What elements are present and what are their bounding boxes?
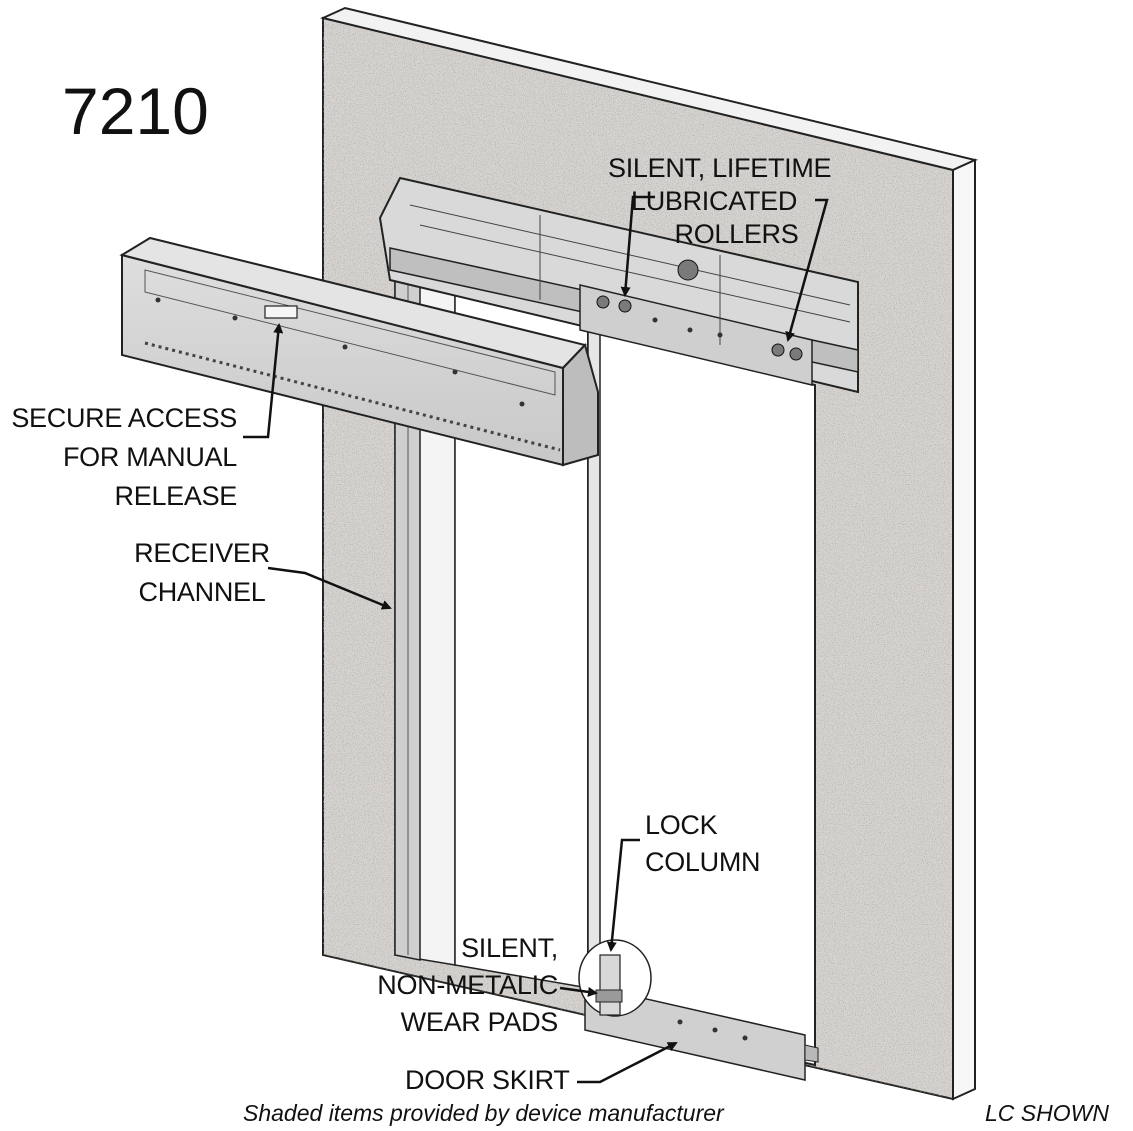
callout-lock-column-line-2: COLUMN (645, 847, 761, 877)
leader-rollers-left (620, 195, 655, 297)
callout-wear-pads-line-3: WEAR PADS (400, 1007, 559, 1037)
header-cover (119, 236, 599, 467)
secure-access-lock (264, 305, 298, 319)
callout-lock-column-line-1: LOCK (645, 810, 718, 840)
leader-secure-access (243, 323, 284, 439)
callout-secure-access-line-2: FOR MANUAL (62, 442, 237, 472)
callout-door-skirt: DOOR SKIRT (405, 1065, 570, 1095)
callout-lock-column: LOCK COLUMN (645, 810, 761, 877)
roller-right (771, 343, 785, 357)
leader-rollers-right (785, 198, 829, 342)
wear-pad (595, 989, 623, 1003)
callout-receiver-channel-line-1: RECEIVER (134, 538, 270, 568)
sliding-door (578, 320, 819, 1081)
callout-rollers: SILENT, LIFETIME LUBRICATED ROLLERS (608, 153, 832, 249)
callout-receiver-channel: RECEIVER CHANNEL (122, 540, 282, 606)
header-cover-fasteners (155, 297, 525, 407)
callout-wear-pads-line-1: SILENT, (461, 933, 558, 963)
door-skirt-plate (584, 984, 806, 1081)
leader-wear-pads (559, 986, 598, 997)
header-cover-end (562, 343, 599, 467)
rollers (596, 259, 803, 361)
model-number: 7210 (62, 74, 209, 148)
track-detail-lines (409, 204, 851, 345)
callout-rollers-line-1: SILENT, LIFETIME (608, 153, 832, 183)
leader-lines (243, 195, 829, 1084)
leader-receiver-channel (267, 566, 392, 610)
motor-hub (677, 259, 699, 281)
track-assembly (378, 176, 859, 394)
callout-rollers-line-3: ROLLERS (674, 219, 799, 249)
door-skirt-tab (804, 1044, 819, 1063)
view-note: LC SHOWN (985, 1100, 1109, 1126)
track-fasteners (652, 317, 723, 338)
footnote: Shaded items provided by device manufact… (243, 1100, 724, 1126)
wall-side-edge (952, 158, 976, 1101)
header-cover-inset (144, 269, 556, 396)
callout-rollers-line-2: LUBRICATED (630, 186, 798, 216)
callout-wear-pads: SILENT, NON-METALIC WEAR PADS (360, 935, 558, 1036)
callout-secure-access-line-3: RELEASE (114, 481, 238, 511)
callout-secure-access-line-1: SECURE ACCESS (11, 403, 237, 433)
lock-column (599, 954, 621, 1016)
roller-left-2 (618, 299, 632, 313)
hanger-plate (579, 284, 813, 386)
callout-secure-access: SECURE ACCESS FOR MANUAL RELEASE (5, 405, 237, 510)
roller-right-2 (789, 347, 803, 361)
callout-receiver-channel-line-2: CHANNEL (138, 577, 266, 607)
leader-lock-column (606, 838, 640, 952)
leader-door-skirt (577, 1041, 678, 1084)
callout-wear-pads-line-2: NON-METALIC (377, 970, 558, 1000)
roller-left (596, 295, 610, 309)
header-cover-hinge (144, 341, 561, 452)
